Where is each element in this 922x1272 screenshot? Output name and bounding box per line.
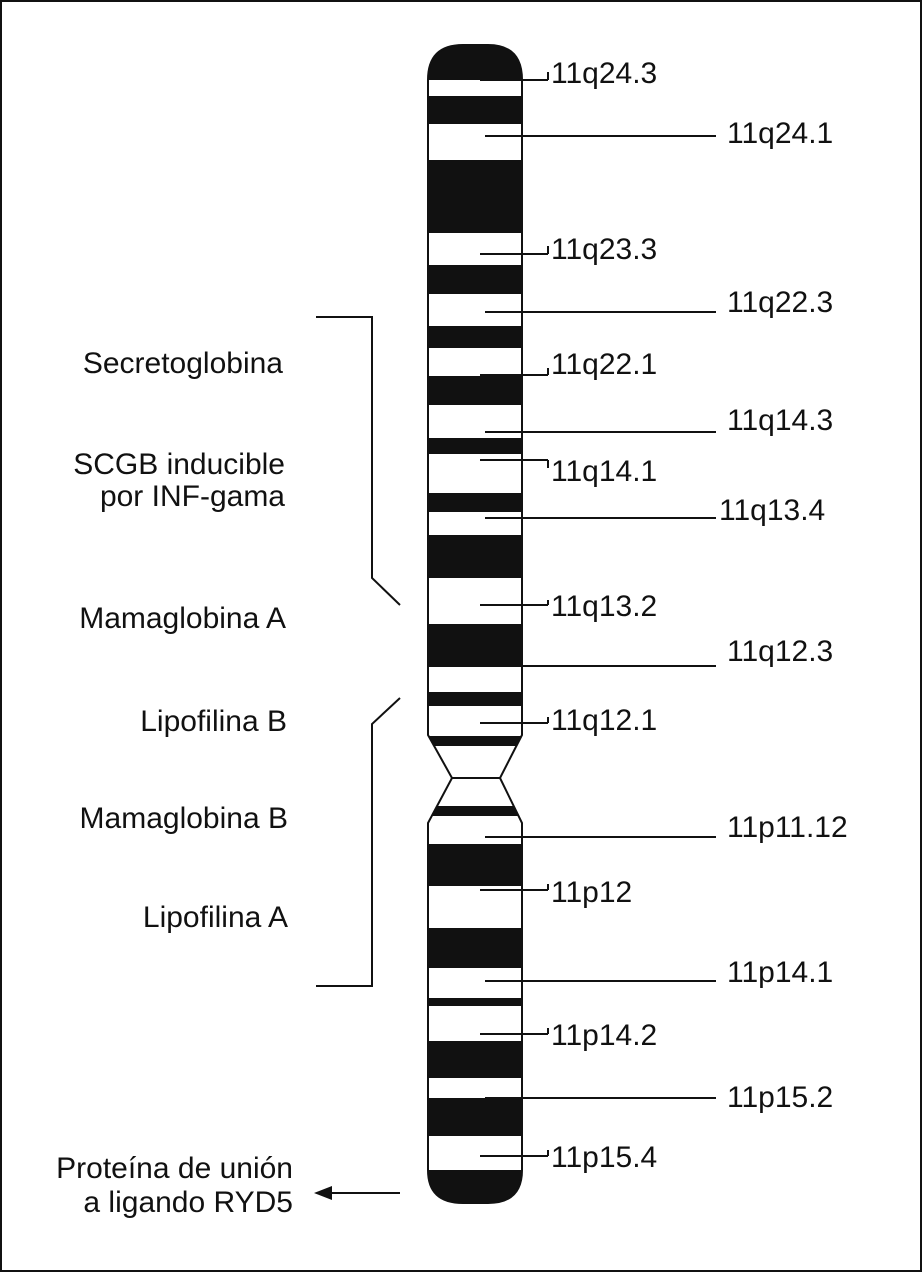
gene-label-scgb-line1: SCGB inducible: [73, 448, 285, 481]
gene-label-scgb-line2: por INF-gama: [100, 480, 285, 513]
gene-label-ryd5-line2: a ligando RYD5: [83, 1186, 293, 1219]
band-labels: 11q24.3 11q24.1 11q23.3 11q22.3 11q22.1 …: [551, 57, 848, 1174]
gene-label-mamaglobina-b: Mamaglobina B: [80, 802, 288, 835]
band-label: 11p12: [551, 876, 632, 909]
bracket-lower: [316, 697, 401, 987]
band-dark: [428, 493, 522, 512]
band-label: 11q13.2: [551, 590, 657, 623]
band-label: 11q22.3: [727, 286, 833, 319]
gene-label-mamaglobina-a: Mamaglobina A: [79, 602, 286, 635]
band-label: 11p14.2: [551, 1019, 657, 1052]
band-dark: [428, 692, 522, 706]
band-dark: [428, 45, 522, 80]
band-dark: [428, 160, 522, 233]
band-dark: [428, 844, 522, 886]
band-label: 11p15.4: [551, 1141, 657, 1174]
band-dark: [428, 1041, 522, 1078]
band-label: 11q12.3: [727, 635, 833, 668]
band-label: 11p14.1: [727, 956, 833, 989]
chromosome-outline: [427, 44, 523, 1204]
band-dark: [428, 736, 522, 746]
band-label: 11q24.3: [551, 57, 657, 90]
band-label: 11q14.3: [727, 404, 833, 437]
band-label: 11q22.1: [551, 348, 657, 381]
chromosome-body: [428, 45, 522, 1203]
band-label: 11p15.2: [727, 1081, 833, 1114]
band-label: 11q23.3: [551, 233, 657, 266]
band-dark: [428, 376, 522, 405]
band-dark: [428, 1170, 522, 1203]
band-dark: [428, 998, 522, 1006]
bracket-upper: [316, 316, 401, 606]
band-dark: [428, 806, 522, 816]
band-dark: [428, 535, 522, 578]
band-label: 11q12.1: [551, 704, 657, 737]
band-dark: [428, 265, 522, 294]
band-label: 11q24.1: [727, 117, 833, 150]
band-label: 11q13.4: [719, 494, 825, 527]
band-label: 11p11.12: [727, 811, 848, 844]
gene-labels: Secretoglobina SCGB inducible por INF-ga…: [56, 347, 293, 1219]
band-dark: [428, 326, 522, 348]
gene-label-lipofilina-a: Lipofilina A: [143, 901, 288, 934]
band-dark: [428, 928, 522, 968]
band-dark: [428, 438, 522, 454]
arrow-left-icon: [314, 1186, 332, 1200]
band-dark: [428, 1098, 522, 1136]
gene-label-ryd5-line1: Proteína de unión: [56, 1152, 293, 1185]
gene-label-lipofilina-b: Lipofilina B: [140, 705, 287, 738]
band-label: 11q14.1: [551, 455, 657, 488]
band-dark: [428, 624, 522, 667]
gene-label-secretoglobina: Secretoglobina: [83, 347, 283, 380]
band-leader-lines: [480, 72, 716, 1157]
band-dark: [428, 96, 522, 124]
